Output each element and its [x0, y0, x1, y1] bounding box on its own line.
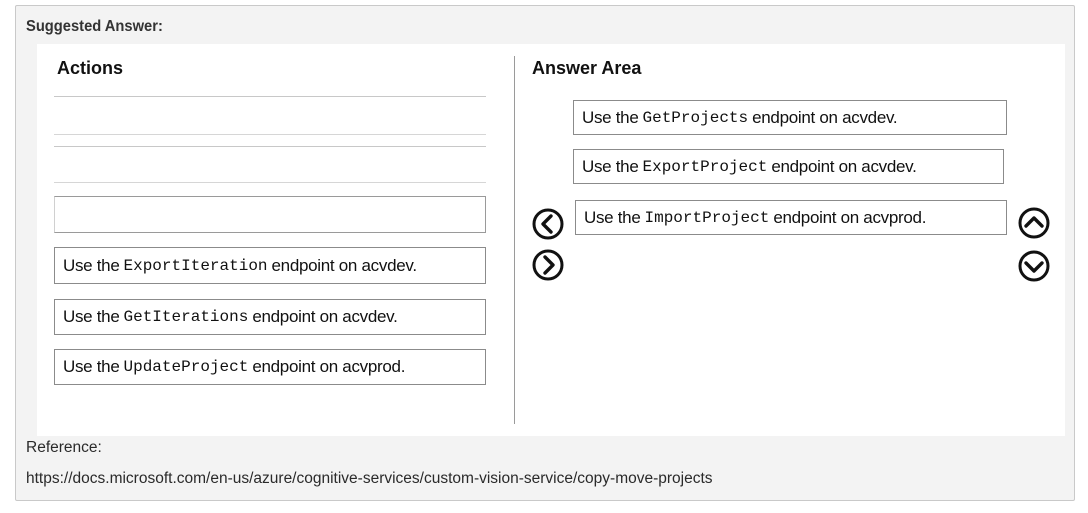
- action-text-pre: Use the: [63, 255, 120, 275]
- drag-drop-panel: Actions Use the ExportIteration endpoint…: [37, 44, 1065, 436]
- chevron-up-circle-icon[interactable]: [1018, 207, 1050, 239]
- action-text-post: endpoint on acvdev.: [271, 255, 418, 275]
- suggested-answer-label: Suggested Answer:: [26, 18, 163, 35]
- column-divider: [514, 56, 515, 424]
- actions-heading: Actions: [57, 58, 124, 78]
- reference-link[interactable]: https://docs.microsoft.com/en-us/azure/c…: [26, 470, 713, 487]
- empty-action-slot: [54, 96, 486, 135]
- answer-text-post: endpoint on acvprod.: [773, 207, 927, 227]
- answer-text-pre: Use the: [584, 207, 641, 227]
- chevron-left-circle-icon[interactable]: [532, 208, 564, 240]
- action-endpoint-code: ExportIteration: [123, 256, 268, 275]
- answer-item-get-projects[interactable]: Use the GetProjects endpoint on acvdev.: [573, 100, 1007, 135]
- chevron-down-circle-icon[interactable]: [1018, 250, 1050, 282]
- action-text-pre: Use the: [63, 307, 120, 326]
- answer-endpoint-code: GetProjects: [642, 108, 749, 127]
- action-text-post: endpoint on acvdev.: [252, 307, 398, 326]
- reference-label: Reference:: [26, 439, 102, 456]
- action-endpoint-code: GetIterations: [123, 308, 249, 326]
- action-item-export-iteration[interactable]: Use the ExportIteration endpoint on acvd…: [54, 247, 486, 284]
- action-item-get-iterations[interactable]: Use the GetIterations endpoint on acvdev…: [54, 299, 486, 335]
- empty-action-slot: [54, 146, 486, 183]
- answer-endpoint-code: ExportProject: [642, 157, 768, 176]
- action-item-update-project[interactable]: Use the UpdateProject endpoint on acvpro…: [54, 349, 486, 385]
- answer-item-import-project[interactable]: Use the ImportProject endpoint on acvpro…: [575, 200, 1007, 235]
- answer-text-pre: Use the: [582, 156, 639, 176]
- action-text-post: endpoint on acvprod.: [252, 357, 406, 376]
- chevron-right-circle-icon[interactable]: [532, 249, 564, 281]
- answer-item-export-project[interactable]: Use the ExportProject endpoint on acvdev…: [573, 149, 1004, 184]
- answer-text-pre: Use the: [582, 107, 639, 127]
- action-text-pre: Use the: [63, 357, 120, 376]
- action-endpoint-code: UpdateProject: [123, 358, 249, 376]
- answer-area-heading: Answer Area: [532, 58, 642, 78]
- empty-action-slot: [54, 196, 486, 233]
- suggested-answer-container: Suggested Answer: Actions Use the Export…: [15, 5, 1075, 501]
- answer-text-post: endpoint on acvdev.: [752, 107, 898, 127]
- answer-text-post: endpoint on acvdev.: [771, 156, 917, 176]
- answer-endpoint-code: ImportProject: [644, 208, 770, 227]
